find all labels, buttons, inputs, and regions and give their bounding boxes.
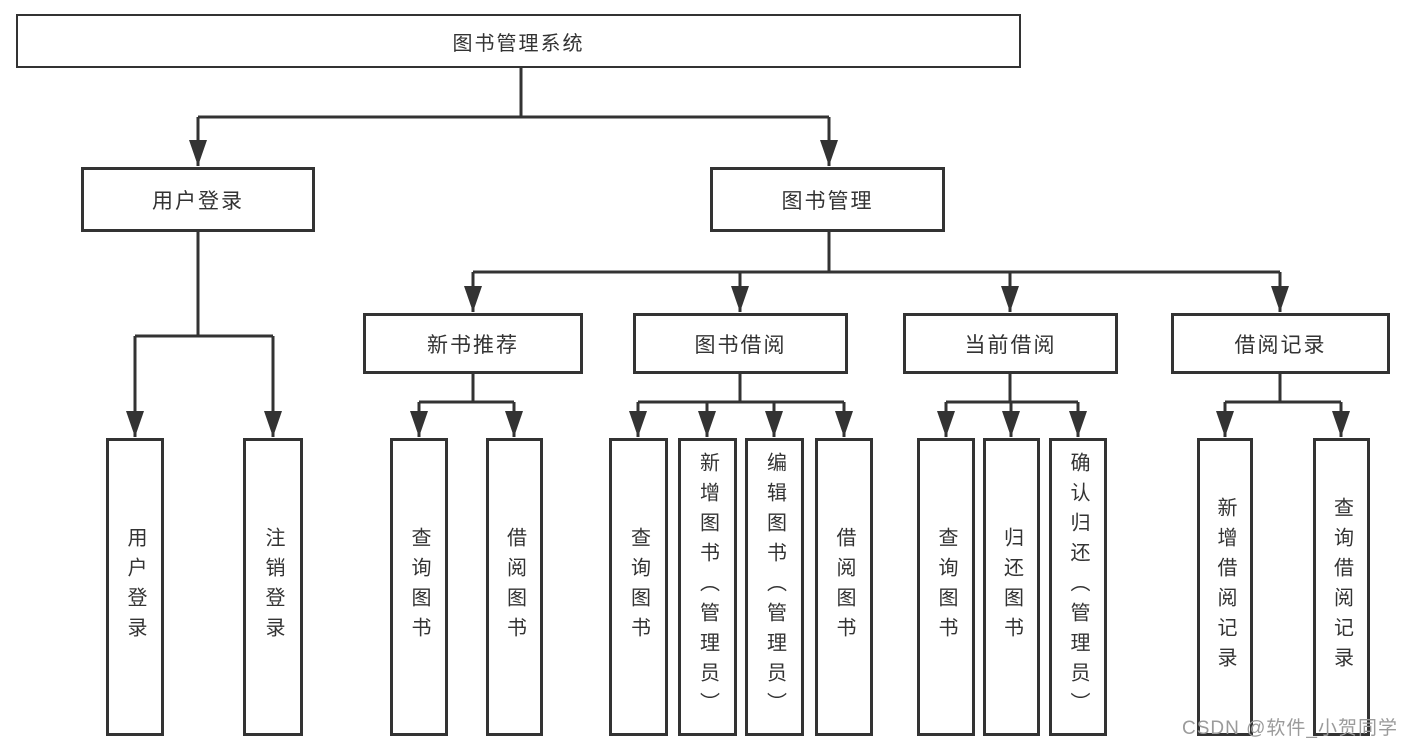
leaf-bookborrow-add-book-admin: 新增图书（管理员）	[678, 438, 737, 736]
leaf-currentborrow-return-book-label: 归还图书	[1000, 527, 1023, 647]
node-root-library-system: 图书管理系统	[16, 14, 1021, 68]
csdn-watermark: CSDN @软件_小贺同学	[1182, 718, 1398, 739]
leaf-bookborrow-borrow-book: 借阅图书	[815, 438, 873, 736]
leaf-logout: 注销登录	[243, 438, 303, 736]
node-book-borrow: 图书借阅	[633, 313, 848, 374]
leaf-currentborrow-query-book: 查询图书	[917, 438, 975, 736]
leaf-currentborrow-query-book-label: 查询图书	[935, 527, 957, 647]
leaf-bookborrow-edit-book-admin: 编辑图书（管理员）	[745, 438, 804, 736]
leaf-newbook-query-book-label: 查询图书	[408, 527, 430, 647]
leaf-bookborrow-query-book: 查询图书	[609, 438, 668, 736]
leaf-bookborrow-borrow-book-label: 借阅图书	[833, 527, 855, 647]
leaf-newbook-borrow-book-label: 借阅图书	[503, 527, 526, 647]
node-user-login: 用户登录	[81, 167, 315, 232]
leaf-bookborrow-query-book-label: 查询图书	[627, 527, 650, 647]
leaf-newbook-borrow-book: 借阅图书	[486, 438, 543, 736]
leaf-borrowrecord-query-record: 查询借阅记录	[1313, 438, 1370, 736]
leaf-borrowrecord-add-record: 新增借阅记录	[1197, 438, 1253, 736]
leaf-newbook-query-book: 查询图书	[390, 438, 448, 736]
node-new-book-recommend: 新书推荐	[363, 313, 583, 374]
leaf-user-login-label: 用户登录	[124, 527, 146, 647]
node-book-management: 图书管理	[710, 167, 945, 232]
leaf-currentborrow-return-book: 归还图书	[983, 438, 1040, 736]
leaf-currentborrow-confirm-return-admin: 确认归还（管理员）	[1049, 438, 1107, 736]
leaf-user-login: 用户登录	[106, 438, 164, 736]
leaf-logout-label: 注销登录	[262, 527, 284, 647]
leaf-borrowrecord-add-record-label: 新增借阅记录	[1214, 497, 1236, 677]
node-current-borrow: 当前借阅	[903, 313, 1118, 374]
leaf-currentborrow-confirm-return-admin-label: 确认归还（管理员）	[1067, 452, 1089, 722]
node-borrow-record: 借阅记录	[1171, 313, 1390, 374]
leaf-bookborrow-edit-book-admin-label: 编辑图书（管理员）	[763, 452, 786, 722]
leaf-borrowrecord-query-record-label: 查询借阅记录	[1330, 497, 1353, 677]
leaf-bookborrow-add-book-admin-label: 新增图书（管理员）	[696, 452, 719, 722]
